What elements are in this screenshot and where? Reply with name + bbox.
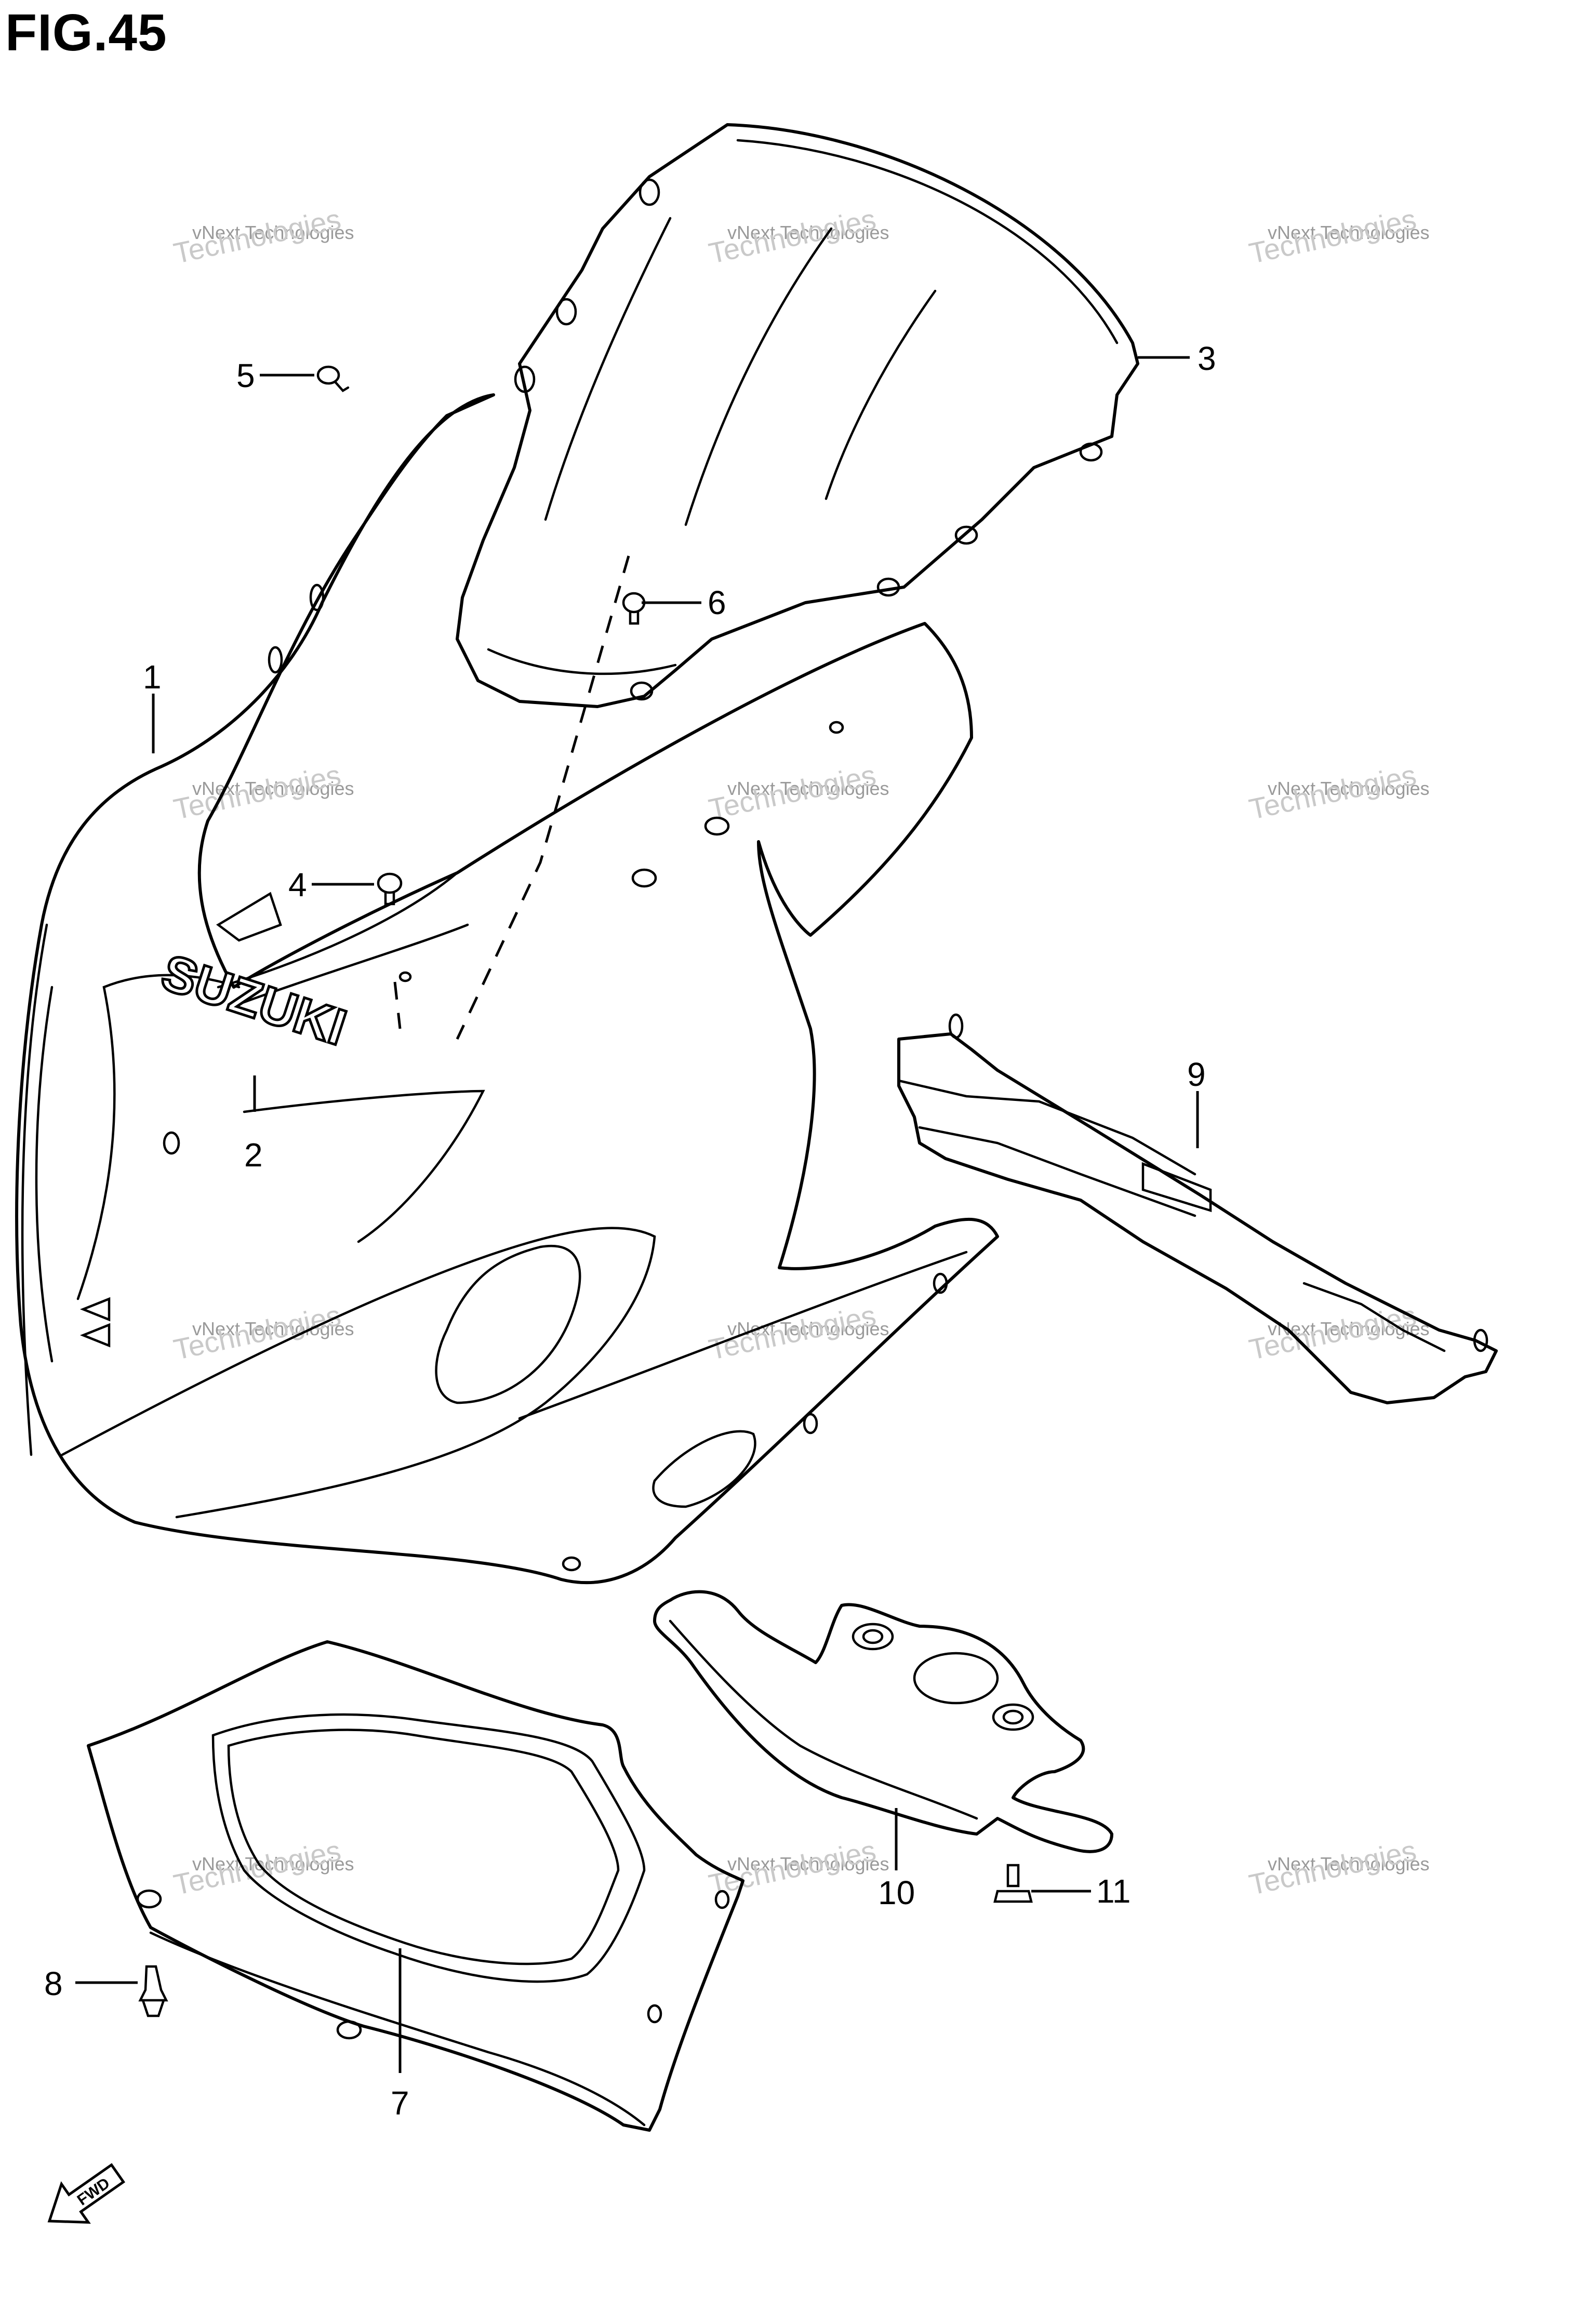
- callout-10: 10: [878, 1874, 915, 1911]
- leader-lines: [75, 356, 1199, 2073]
- svg-text:Technologies: Technologies: [706, 1834, 879, 1902]
- screw-part-5: [316, 365, 350, 392]
- upper-cowling-part-1: [15, 393, 999, 1584]
- callout-8: 8: [44, 1965, 63, 2002]
- screw-part-4: [377, 872, 403, 906]
- bracket-part-10: [653, 1590, 1113, 1853]
- svg-text:Technologies: Technologies: [1246, 203, 1419, 270]
- svg-text:Technologies: Technologies: [171, 759, 344, 826]
- svg-text:vNext Technologies: vNext Technologies: [192, 778, 354, 799]
- callout-6: 6: [708, 584, 726, 621]
- inner-panel-part-9: [897, 1013, 1498, 1404]
- callout-1: 1: [143, 658, 162, 696]
- callout-3: 3: [1198, 340, 1216, 377]
- lower-cowling-part-7: [87, 1640, 744, 2132]
- windscreen-part-3: [456, 123, 1139, 708]
- screw-part-6: [622, 592, 646, 625]
- svg-text:vNext Technologies: vNext Technologies: [1268, 778, 1430, 799]
- svg-text:vNext Technologies: vNext Technologies: [1268, 222, 1430, 243]
- callout-2: 2: [244, 1136, 263, 1174]
- assembly-line: [456, 555, 630, 1040]
- svg-text:vNext Technologies: vNext Technologies: [727, 1853, 889, 1875]
- svg-text:Technologies: Technologies: [706, 203, 879, 270]
- svg-text:Technologies: Technologies: [1246, 759, 1419, 826]
- clip-part-8: [138, 1965, 168, 2017]
- svg-text:vNext Technologies: vNext Technologies: [727, 222, 889, 243]
- svg-text:vNext Technologies: vNext Technologies: [192, 1853, 354, 1875]
- svg-text:Technologies: Technologies: [171, 203, 344, 270]
- callout-5: 5: [236, 357, 255, 394]
- suzuki-logo-part-2: SUZUKI: [154, 942, 354, 1057]
- callout-7: 7: [391, 2084, 409, 2122]
- assembly-line: [393, 981, 402, 1029]
- bolt-part-11: [993, 1864, 1033, 1903]
- callout-9: 9: [1187, 1056, 1206, 1093]
- callout-labels: 1 2 3 4 5 6 7 8 9 10 11: [44, 340, 1216, 2122]
- svg-text:vNext Technologies: vNext Technologies: [192, 222, 354, 243]
- callout-11: 11: [1096, 1872, 1130, 1910]
- svg-text:Technologies: Technologies: [171, 1834, 344, 1902]
- svg-text:vNext Technologies: vNext Technologies: [1268, 1853, 1430, 1875]
- figure-title: FIG.45: [5, 4, 167, 62]
- svg-text:vNext Technologies: vNext Technologies: [727, 778, 889, 799]
- svg-text:SUZUKI: SUZUKI: [155, 943, 353, 1056]
- fwd-direction-badge: FWD: [47, 2163, 126, 2224]
- svg-text:Technologies: Technologies: [1246, 1834, 1419, 1902]
- callout-4: 4: [288, 866, 307, 903]
- svg-text:Technologies: Technologies: [706, 1299, 879, 1366]
- svg-text:Technologies: Technologies: [706, 759, 879, 826]
